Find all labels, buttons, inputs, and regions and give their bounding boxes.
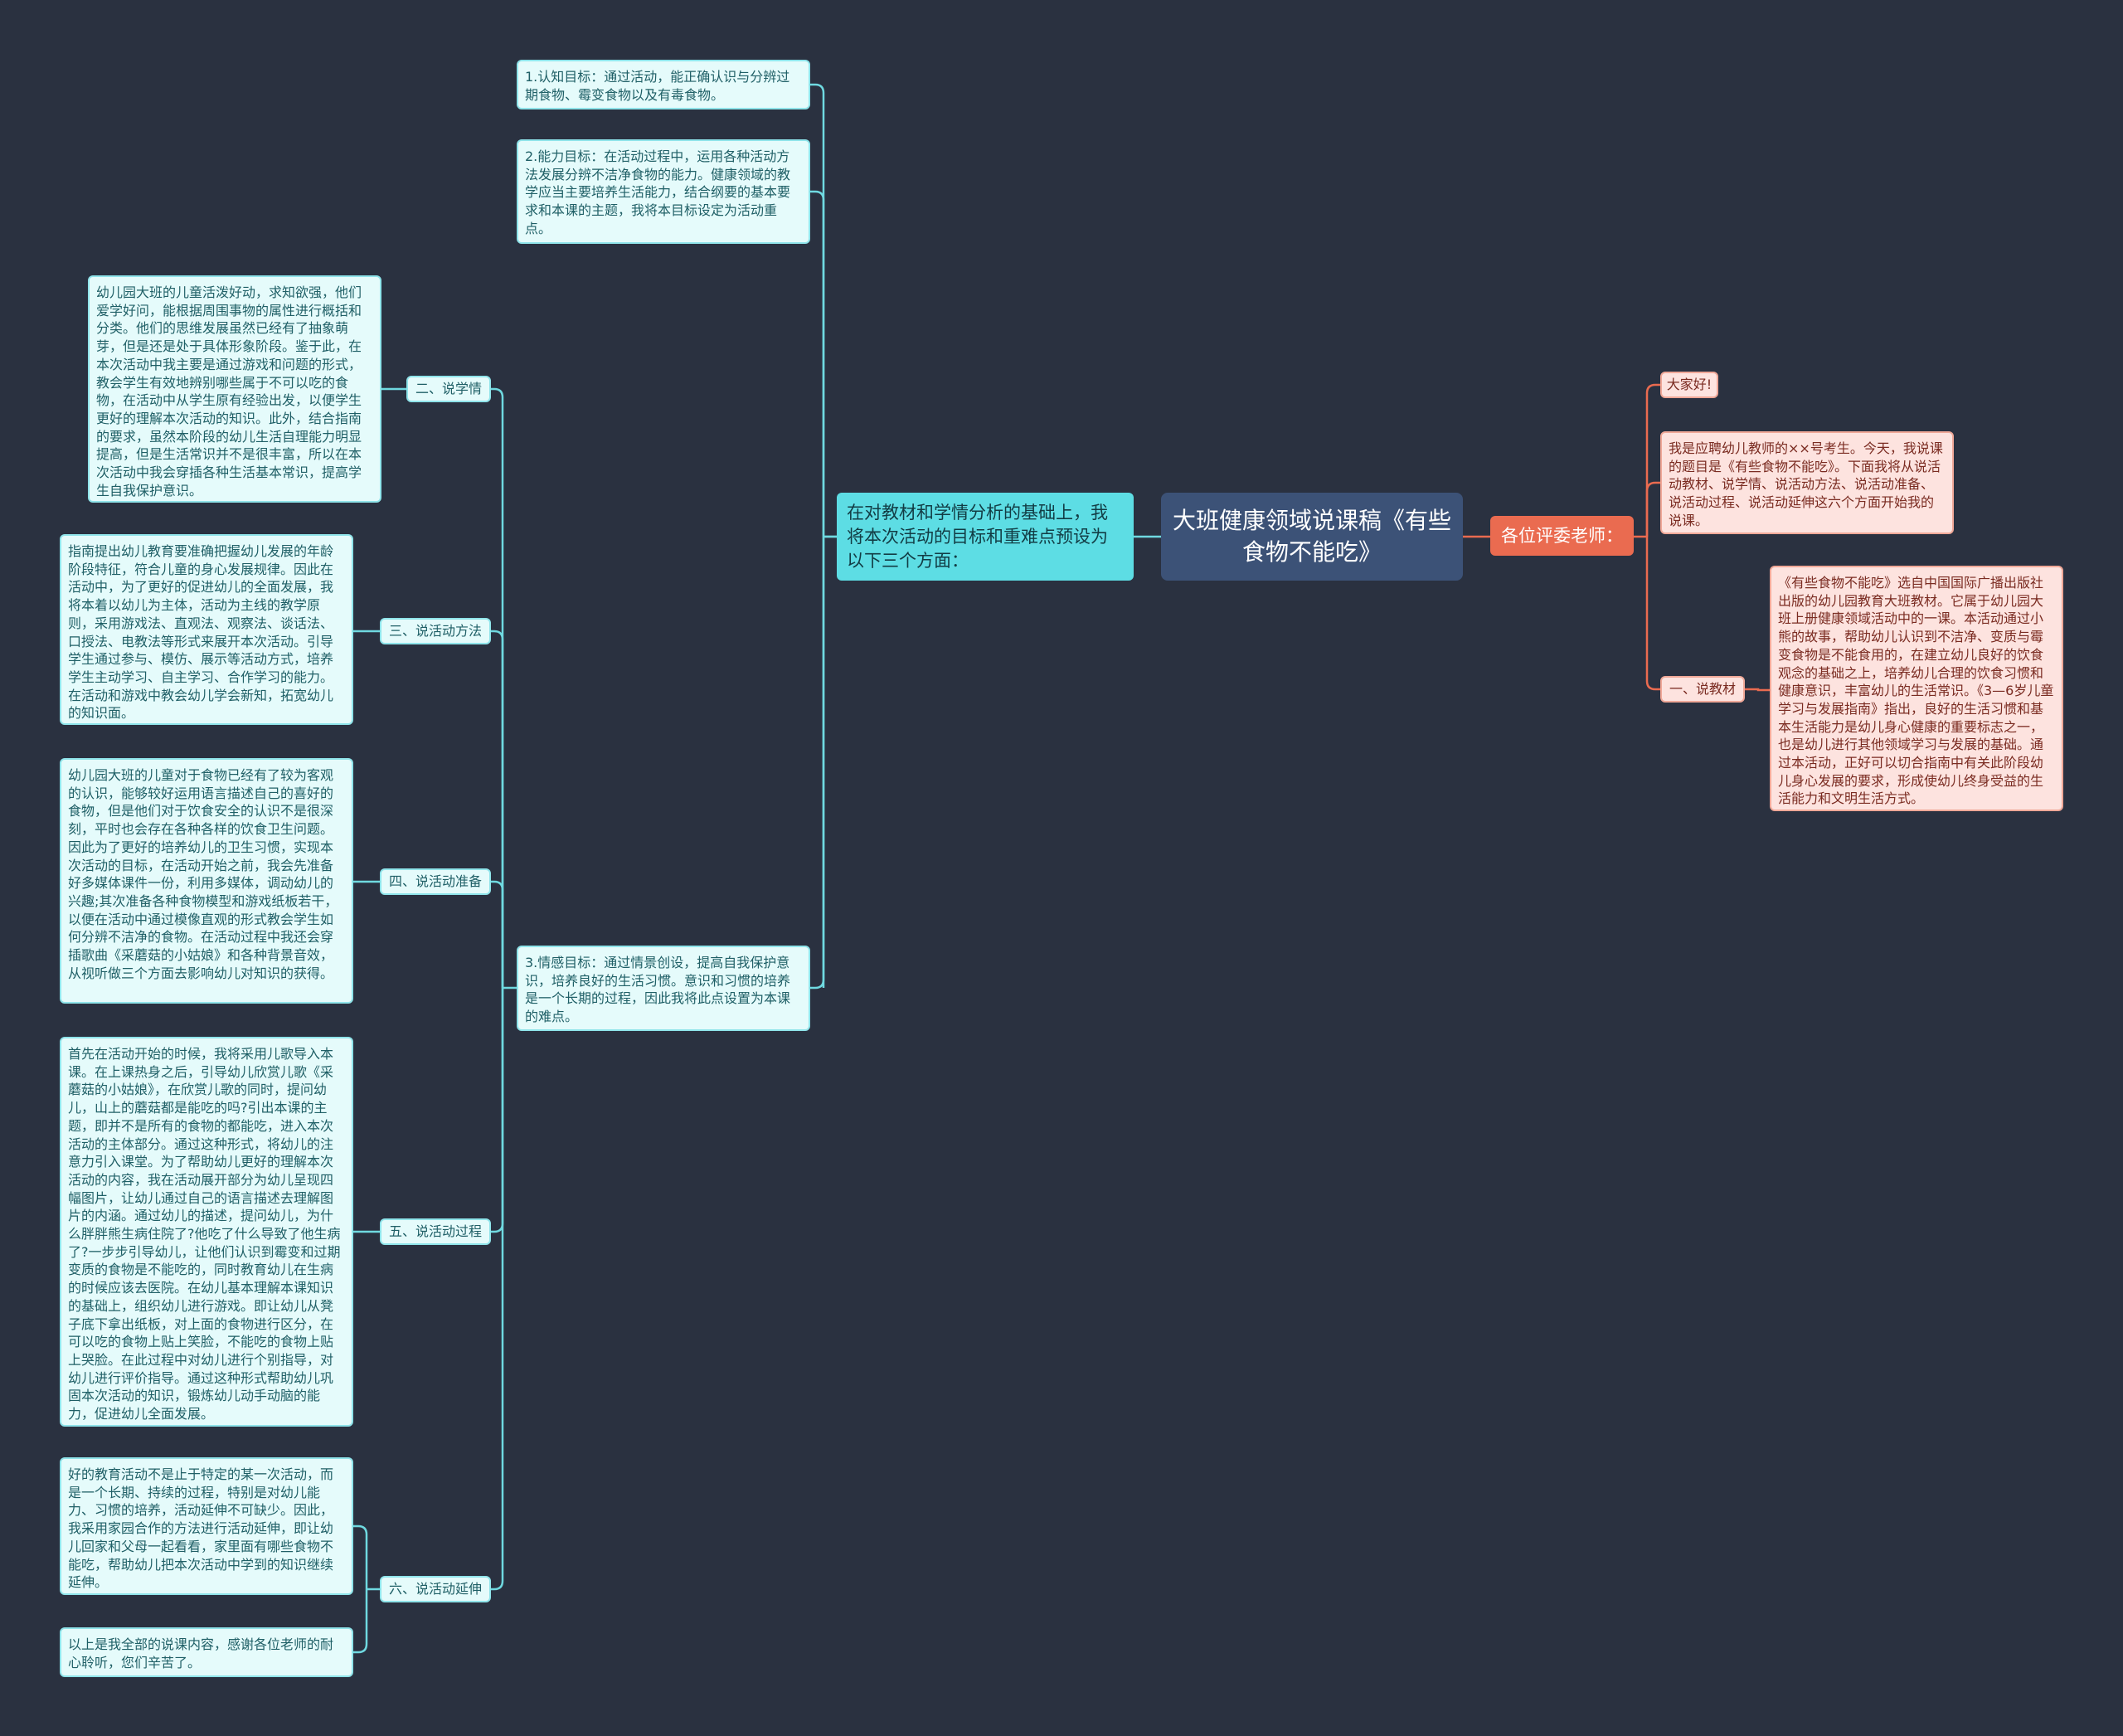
section-label-preparation[interactable]: 四、说活动准备 bbox=[380, 868, 491, 895]
link-detail-extension-1 bbox=[353, 1589, 368, 1654]
link-section-2 bbox=[491, 880, 504, 988]
left-branch-objectives[interactable]: 在对教材和学情分析的基础上，我将本次活动的目标和重难点预设为以下三个方面： bbox=[837, 493, 1134, 581]
greeting-hello[interactable]: 大家好! bbox=[1660, 372, 1718, 398]
link-section-3 bbox=[491, 988, 504, 1233]
link-section-1 bbox=[491, 630, 504, 988]
detail-methods[interactable]: 指南提出幼儿教育要准确把握幼儿发展的年龄阶段特征，符合儿童的身心发展规律。因此在… bbox=[60, 534, 353, 725]
section-label-textbook[interactable]: 一、说教材 bbox=[1660, 676, 1745, 703]
link-goals-0 bbox=[810, 83, 825, 537]
link-right-items-1 bbox=[1645, 481, 1660, 537]
right-branch-greeting[interactable]: 各位评委老师： bbox=[1490, 516, 1634, 556]
link-detail-extension-0 bbox=[353, 1524, 368, 1589]
link-right-items-0 bbox=[1645, 383, 1660, 537]
section-label-methods[interactable]: 三、说活动方法 bbox=[380, 618, 491, 644]
link-detail-textbook bbox=[1745, 688, 1770, 692]
detail-process[interactable]: 首先在活动开始的时候，我将采用儿歌导入本课。在上课热身之后，引导幼儿欣赏儿歌《采… bbox=[60, 1037, 353, 1427]
detail-closing[interactable]: 以上是我全部的说课内容，感谢各位老师的耐心聆听，您们辛苦了。 bbox=[60, 1627, 353, 1677]
section-label-process[interactable]: 五、说活动过程 bbox=[380, 1218, 491, 1245]
central-topic[interactable]: 大班健康领域说课稿《有些食物不能吃》 bbox=[1161, 493, 1463, 581]
link-section-4 bbox=[491, 988, 504, 1591]
goal-cognitive[interactable]: 1.认知目标：通过活动，能正确认识与分辨过期食物、霉变食物以及有毒食物。 bbox=[517, 60, 810, 109]
goal-ability[interactable]: 2.能力目标：在活动过程中，运用各种活动方法发展分辨不洁净食物的能力。健康领域的… bbox=[517, 139, 810, 244]
goal-emotional[interactable]: 3.情感目标：通过情景创设，提高自我保护意识，培养良好的生活习惯。意识和习惯的培… bbox=[517, 946, 810, 1031]
self-introduction[interactable]: 我是应聘幼儿教师的××号考生。今天，我说课的题目是《有些食物不能吃》。下面我将从… bbox=[1660, 431, 1954, 534]
link-right-items-2 bbox=[1645, 537, 1660, 691]
link-goals-1 bbox=[810, 190, 825, 537]
detail-preparation[interactable]: 幼儿园大班的儿童对于食物已经有了较为客观的认识，能够较好运用语言描述自己的喜好的… bbox=[60, 758, 353, 1004]
detail-textbook[interactable]: 《有些食物不能吃》选自中国国际广播出版社出版的幼儿园教育大班教材。它属于幼儿园大… bbox=[1770, 566, 2063, 811]
detail-learners[interactable]: 幼儿园大班的儿童活泼好动，求知欲强，他们爱学好问，能根据周围事物的属性进行概括和… bbox=[88, 275, 381, 503]
detail-extension[interactable]: 好的教育活动不是止于特定的某一次活动，而是一个长期、持续的过程，特别是对幼儿能力… bbox=[60, 1457, 353, 1595]
section-label-extension[interactable]: 六、说活动延伸 bbox=[380, 1576, 491, 1602]
section-label-learners[interactable]: 二、说学情 bbox=[406, 376, 491, 402]
link-goals-2 bbox=[810, 537, 825, 990]
link-section-0 bbox=[491, 387, 504, 988]
